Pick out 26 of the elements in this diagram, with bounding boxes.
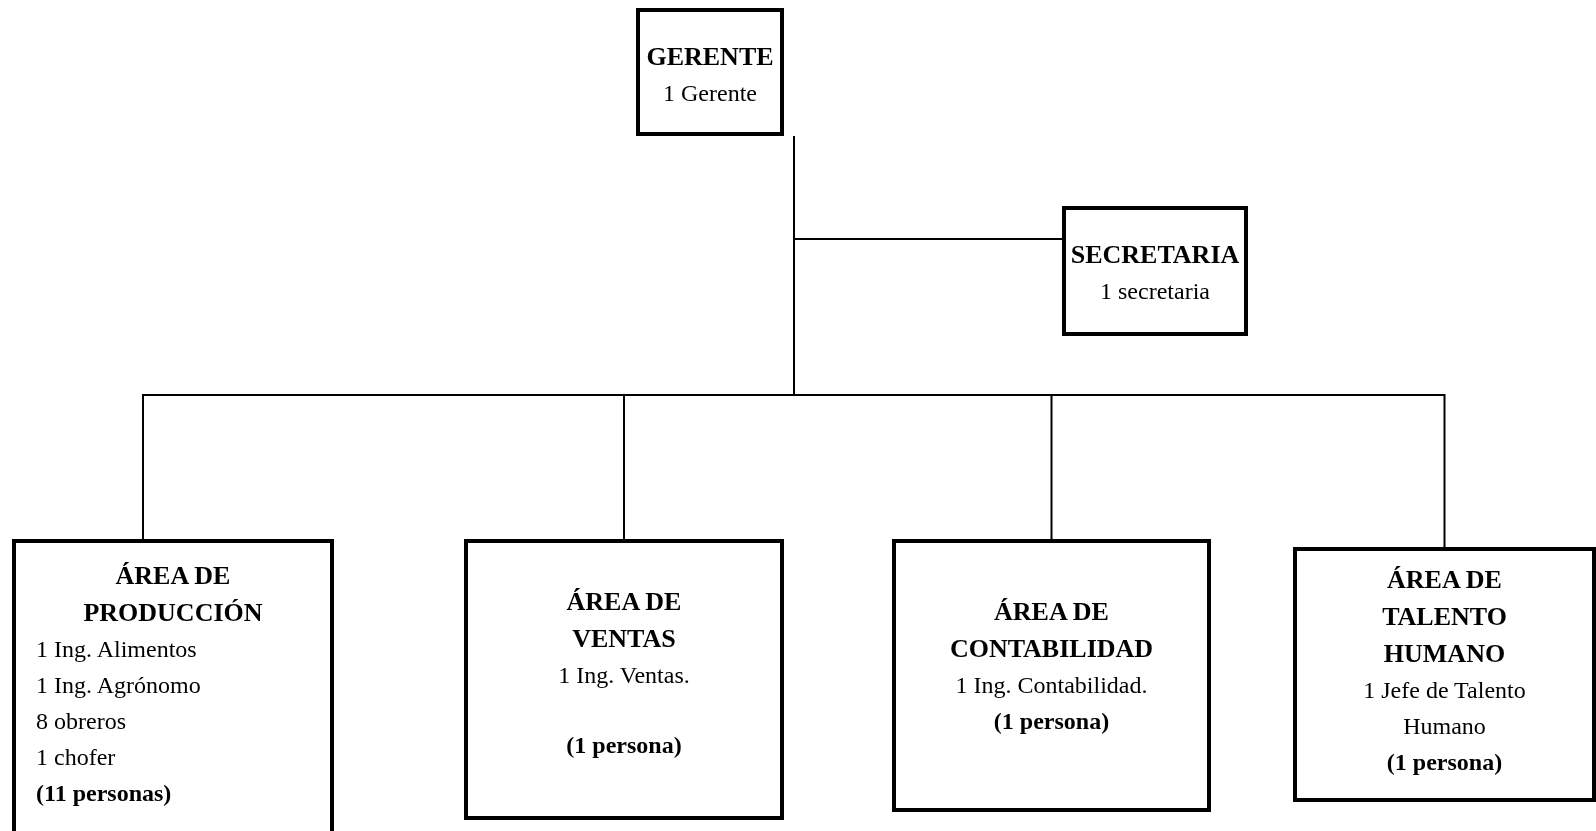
box-title: ÁREA DE CONTABILIDAD <box>948 596 1155 665</box>
box-title: SECRETARIA <box>1070 239 1240 271</box>
org-box <box>892 539 1211 812</box>
connector-line <box>793 135 1446 548</box>
box-text: 8 obreros <box>35 707 126 736</box>
box-text: (1 persona) <box>993 707 1110 736</box>
org-box <box>12 539 334 831</box>
box-title: ÁREA DE PRODUCCIÓN <box>82 560 264 629</box>
box-text: 1 chofer <box>35 743 116 772</box>
box-text: 1 secretaria <box>1100 277 1210 306</box>
box-text: 1 Ing. Agrónomo <box>35 671 201 700</box>
box-text: 1 Ing. Ventas. <box>558 661 690 690</box>
org-box <box>1062 206 1248 336</box>
box-text: (11 personas) <box>35 779 172 808</box>
box-title: ÁREA DE VENTAS <box>565 586 683 655</box>
org-box <box>1293 547 1596 802</box>
box-title: ÁREA DE TALENTO HUMANO <box>1381 564 1508 670</box>
box-text: (1 persona) <box>566 731 682 760</box>
box-text: 1 Ing. Contabilidad. <box>955 671 1148 700</box>
org-box <box>464 539 784 820</box>
box-text: 1 Gerente <box>663 79 757 108</box>
box-text: 1 Jefe de Talento Humano <box>1362 676 1527 741</box>
box-text: (1 persona) <box>1385 748 1504 777</box>
org-box <box>636 8 784 136</box>
box-text: 1 Ing. Alimentos <box>35 635 197 664</box>
box-title: GERENTE <box>646 41 774 73</box>
